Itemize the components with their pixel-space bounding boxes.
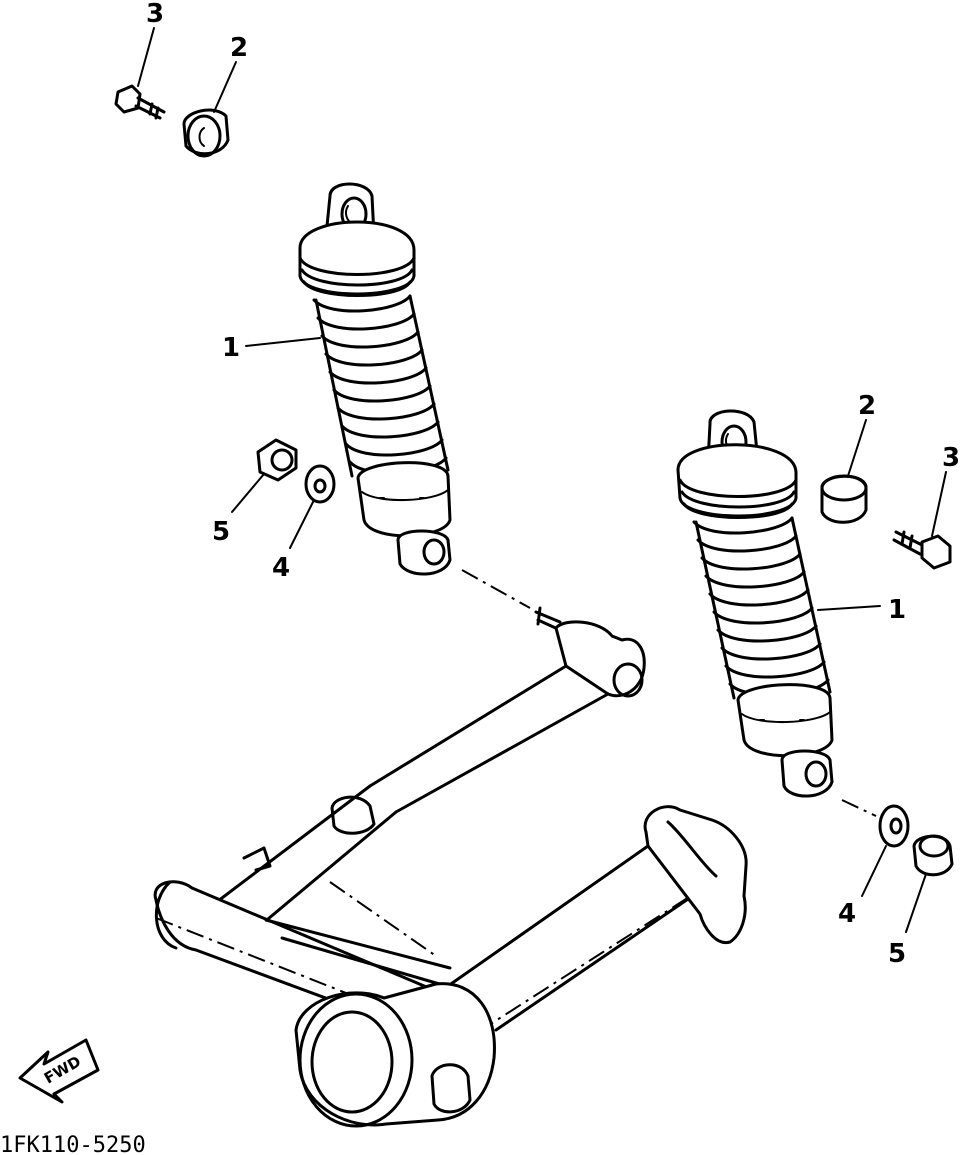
rear-swingarm: [153, 606, 748, 1128]
leader-line: [245, 337, 321, 347]
right-washer: [878, 804, 910, 848]
callout-right-nut: 5: [888, 939, 906, 969]
leader-line: [905, 873, 927, 933]
left-cap-nut: [256, 438, 298, 482]
left-mounting-bolt: [114, 84, 166, 120]
leader-line: [213, 61, 237, 113]
left-shock-absorber: [298, 182, 452, 576]
assembly-line: [841, 799, 877, 817]
callout-left-bolt: 3: [146, 0, 164, 29]
leader-line: [231, 473, 265, 513]
leader-line: [289, 499, 315, 549]
callout-left-bushing: 2: [230, 33, 248, 63]
right-mounting-bolt: [892, 530, 952, 570]
callout-right-bolt: 3: [942, 443, 960, 473]
diagram-reference-code: 1FK110-5250: [0, 1133, 146, 1155]
right-bushing: [820, 474, 868, 524]
assembly-line: [461, 569, 531, 609]
callout-right-bushing: 2: [858, 391, 876, 421]
callout-left-washer: 4: [272, 553, 290, 583]
forward-direction-arrow: FWD: [18, 1038, 100, 1104]
leader-line: [847, 419, 867, 477]
right-shock-absorber: [676, 409, 834, 798]
callout-left-shock: 1: [222, 333, 240, 363]
callout-right-washer: 4: [838, 899, 856, 929]
callout-left-nut: 5: [212, 517, 230, 547]
left-bushing: [182, 108, 230, 158]
leader-line: [817, 605, 881, 611]
leader-line: [861, 845, 887, 897]
left-washer: [304, 464, 336, 504]
leader-line: [931, 471, 947, 537]
leader-line: [137, 27, 155, 87]
right-cap-nut: [912, 834, 954, 877]
callout-right-shock: 1: [888, 595, 906, 625]
